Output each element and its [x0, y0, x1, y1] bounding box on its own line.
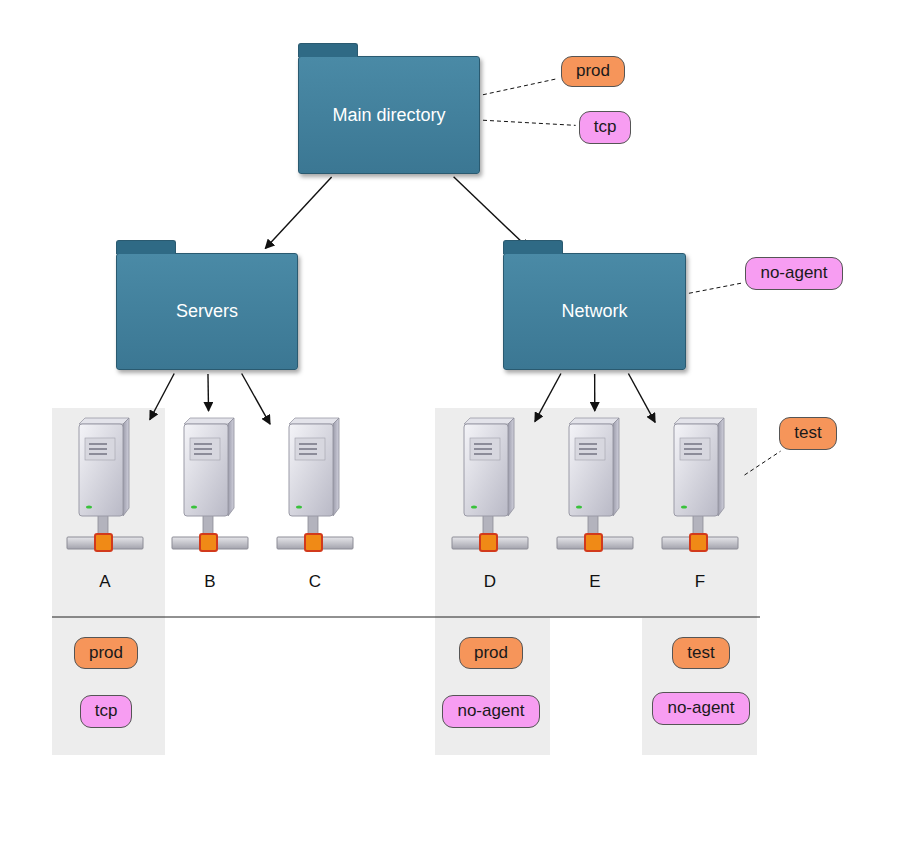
tag-label: tcp [594, 117, 617, 137]
folder-label: Main directory [332, 105, 445, 126]
tag-label: prod [89, 643, 123, 663]
folder-label: Network [561, 301, 627, 322]
server-icon [277, 418, 353, 551]
tag-label: test [794, 423, 821, 443]
tag-label: test [687, 643, 714, 663]
server-node: E [553, 417, 637, 592]
tag-pill: no-agent [745, 257, 842, 290]
tag-label: prod [576, 61, 610, 81]
separator-line [52, 617, 760, 618]
tree-arrow [628, 374, 655, 423]
folder-box: Network [503, 253, 686, 370]
tag-pill: tcp [80, 695, 133, 728]
tree-arrow [150, 374, 174, 420]
tag-label: no-agent [667, 698, 734, 718]
tree-arrow [265, 177, 331, 249]
server-icon [662, 418, 738, 551]
tag-pill: tcp [579, 111, 632, 144]
tree-arrow [594, 374, 595, 411]
leader-line [483, 79, 558, 95]
tag-pill: test [779, 417, 836, 450]
server-icon [67, 418, 143, 551]
tag-pill: no-agent [652, 692, 749, 725]
server-node: C [273, 417, 357, 592]
column-panel [642, 408, 757, 755]
server-letter: E [553, 572, 637, 592]
server-letter: C [273, 572, 357, 592]
server-letter: D [448, 572, 532, 592]
folder-tab [298, 43, 358, 57]
folder-box: Main directory [298, 56, 480, 174]
tag-label: tcp [95, 701, 118, 721]
tree-arrow [207, 374, 209, 411]
server-icon [172, 418, 248, 551]
column-panel [550, 408, 642, 618]
tree-arrow [535, 374, 561, 422]
server-node: D [448, 417, 532, 592]
leader-line [689, 283, 743, 293]
leader-line [745, 451, 781, 475]
server-node: B [168, 417, 252, 592]
server-node: F [658, 417, 742, 592]
tag-pill: test [672, 637, 729, 669]
tag-label: no-agent [760, 263, 827, 283]
tag-pill: prod [74, 637, 138, 669]
server-icon [452, 418, 528, 551]
server-letter: B [168, 572, 252, 592]
tree-arrow [454, 177, 529, 249]
leader-line [483, 120, 576, 125]
tag-label: prod [474, 643, 508, 663]
server-icon [557, 418, 633, 551]
server-letter: F [658, 572, 742, 592]
tag-pill: no-agent [442, 695, 539, 728]
folder-label: Servers [176, 301, 238, 322]
tag-pill: prod [561, 56, 625, 87]
column-panel [435, 408, 550, 755]
server-node: A [63, 417, 147, 592]
tree-arrow [242, 373, 270, 424]
folder-box: Servers [116, 253, 298, 370]
column-panel [52, 408, 165, 755]
server-letter: A [63, 572, 147, 592]
tag-pill: prod [459, 637, 523, 669]
folder-tab [116, 240, 176, 254]
folder-tab [503, 240, 563, 254]
tag-label: no-agent [457, 701, 524, 721]
